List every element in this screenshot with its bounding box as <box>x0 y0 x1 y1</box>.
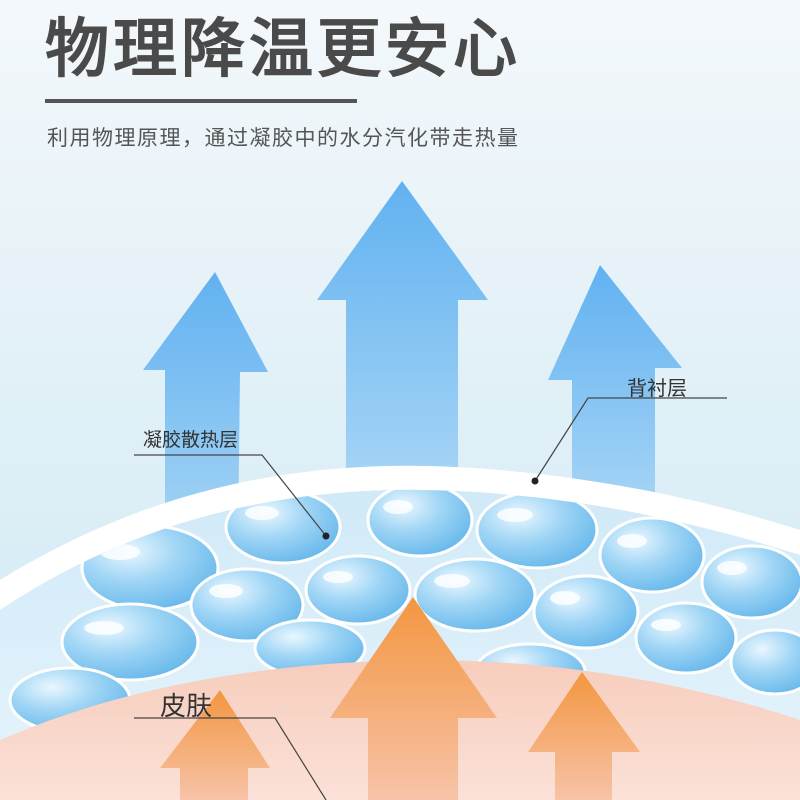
callout-gel-dot <box>322 532 330 540</box>
page-title: 物理降温更安心 <box>45 13 521 87</box>
title-divider <box>45 99 357 103</box>
arrow-up-orange-icon <box>528 672 640 800</box>
arrow-up-orange-icon <box>160 690 270 800</box>
callout-gel-line <box>134 454 327 537</box>
label-skin: 皮肤 <box>160 692 213 722</box>
label-backing-layer: 背衬层 <box>627 376 687 400</box>
label-gel-layer: 凝胶散热层 <box>143 429 239 451</box>
arrow-up-orange-icon <box>330 597 497 800</box>
callout-backing-dot <box>531 477 539 485</box>
arrow-up-blue-icon <box>548 265 682 520</box>
backing-layer <box>0 465 800 610</box>
page-subtitle: 利用物理原理，通过凝胶中的水分汽化带走热量 <box>47 126 520 150</box>
callout-backing-line <box>534 397 727 482</box>
arrow-up-blue-icon <box>317 181 488 500</box>
callout-skin-line <box>134 717 327 800</box>
